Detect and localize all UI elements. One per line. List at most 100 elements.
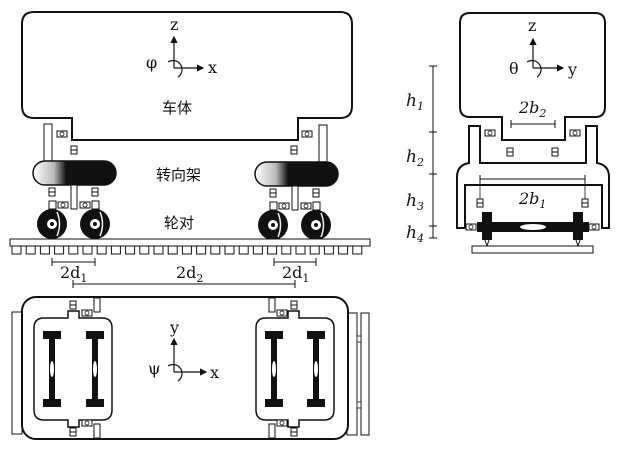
rail xyxy=(9,238,371,247)
axis-label-x: x xyxy=(210,363,219,382)
wheel-icon xyxy=(300,209,332,241)
sleeper xyxy=(281,245,292,255)
primary-suspension-icon xyxy=(91,187,99,197)
sleeper xyxy=(196,245,207,255)
sleeper xyxy=(267,245,278,255)
damper-icon xyxy=(588,223,600,231)
dim-2b2: 2b2 xyxy=(518,98,546,120)
lateral-damper-icon xyxy=(301,130,313,138)
sleeper xyxy=(238,245,249,255)
sleepers xyxy=(11,245,363,255)
sleeper xyxy=(68,245,79,255)
damper-icon xyxy=(69,427,77,437)
bogie-plan-right xyxy=(255,310,335,428)
bogie-plan-left xyxy=(33,310,113,428)
sleeper xyxy=(181,245,192,255)
side-axes: z x φ xyxy=(146,15,217,78)
end-plate xyxy=(360,312,370,436)
sleeper xyxy=(309,245,320,255)
end-axes: z y θ xyxy=(509,16,577,79)
bogie-frame-end xyxy=(456,125,610,229)
primary-suspension-icon xyxy=(312,188,320,198)
sleeper xyxy=(352,245,363,255)
dim-2d1-left: 2d1 xyxy=(60,263,87,285)
axis-label-y: y xyxy=(567,60,577,79)
car-body-end xyxy=(459,12,606,141)
dim-h2: h2 xyxy=(406,147,424,169)
wheel-icon xyxy=(79,208,111,240)
lateral-damper-icon xyxy=(56,130,68,138)
rail-end xyxy=(471,245,594,254)
axis-label-z: z xyxy=(170,15,178,34)
sleeper xyxy=(252,245,263,255)
longitudinal-damper-icon xyxy=(57,201,69,209)
damper-icon xyxy=(465,223,477,231)
dim-2d1-right: 2d1 xyxy=(282,263,309,285)
primary-suspension-icon xyxy=(48,187,56,197)
longitudinal-damper-icon xyxy=(300,202,312,210)
axis-label-y: y xyxy=(169,318,179,337)
secondary-suspension-icon xyxy=(290,145,298,155)
sleeper xyxy=(139,245,150,255)
wheel-end-right xyxy=(573,212,583,240)
dim-h3: h3 xyxy=(406,191,424,213)
sleeper xyxy=(82,245,93,255)
bogie-frame-left xyxy=(32,160,117,186)
secondary-suspension-icon xyxy=(70,145,78,155)
lateral-damper-icon xyxy=(484,129,496,137)
longitudinal-damper-icon xyxy=(278,202,290,210)
primary-suspension-icon xyxy=(476,198,484,208)
axis-label-phi: φ xyxy=(146,53,157,72)
damper-icon xyxy=(276,309,288,317)
bolster-post xyxy=(43,123,53,165)
sleeper xyxy=(323,245,334,255)
wheel-icon xyxy=(257,209,289,241)
height-scale: h1 h2 h3 h4 xyxy=(406,65,437,245)
sleeper xyxy=(11,245,22,255)
axis-label-theta: θ xyxy=(509,59,519,78)
sleeper xyxy=(39,245,50,255)
bolster-post xyxy=(318,124,328,166)
side-view: z x φ 车体 转向架 轮对 xyxy=(9,11,371,288)
primary-suspension-icon xyxy=(581,198,589,208)
car-body-outline xyxy=(21,11,353,141)
secondary-suspension-icon xyxy=(551,147,559,157)
end-plate xyxy=(11,311,23,435)
sleeper xyxy=(167,245,178,255)
axis-label-x: x xyxy=(208,58,217,77)
dim-2b1: 2b1 xyxy=(518,189,546,211)
side-dimensions: 2d1 2d2 2d1 xyxy=(51,258,317,288)
dim-2d2: 2d2 xyxy=(176,263,203,285)
damper-icon xyxy=(290,427,298,437)
sleeper xyxy=(338,245,349,255)
damper-icon xyxy=(81,309,93,317)
sleeper xyxy=(295,245,306,255)
axis-label-z: z xyxy=(528,16,536,35)
lateral-damper-icon xyxy=(569,129,581,137)
sleeper xyxy=(25,245,36,255)
bogie-frame-right xyxy=(254,161,339,187)
label-wheelset: 轮对 xyxy=(164,214,194,232)
label-bogie: 转向架 xyxy=(156,166,201,184)
damper-icon xyxy=(276,419,288,427)
sleeper xyxy=(153,245,164,255)
sleeper xyxy=(210,245,221,255)
sleeper xyxy=(125,245,136,255)
damper-icon xyxy=(69,300,77,310)
end-view: z y θ 2b2 2b1 xyxy=(406,12,610,254)
secondary-suspension-icon xyxy=(506,147,514,157)
damper-icon xyxy=(81,419,93,427)
primary-suspension-icon xyxy=(269,188,277,198)
wheel-icon xyxy=(36,208,68,240)
wheel-end-left xyxy=(482,212,492,240)
longitudinal-damper-icon xyxy=(79,201,91,209)
top-axes: y x ψ xyxy=(148,318,219,382)
axis-label-psi: ψ xyxy=(148,359,161,378)
sleeper xyxy=(110,245,121,255)
damper-icon xyxy=(290,300,298,310)
top-view: y x ψ xyxy=(11,296,370,440)
sleeper xyxy=(224,245,235,255)
label-car-body: 车体 xyxy=(162,99,192,117)
dim-h1: h1 xyxy=(406,91,424,113)
